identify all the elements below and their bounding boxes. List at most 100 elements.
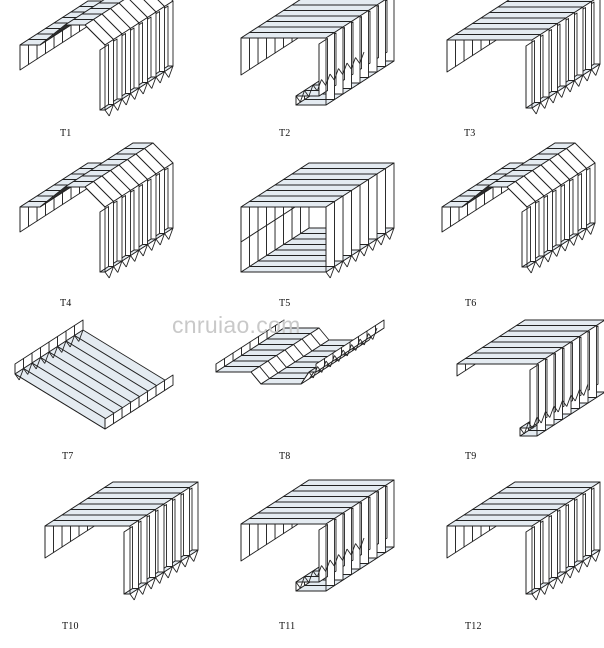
pleat-zigzag	[333, 68, 339, 81]
bellows-drawing	[44, 481, 199, 601]
pleat-face	[525, 40, 535, 109]
pleat-zigzag	[125, 93, 131, 106]
pleat-face	[351, 184, 361, 256]
pleat-zigzag	[359, 249, 365, 257]
pleat-zigzag	[556, 244, 562, 257]
pleat-zigzag	[151, 238, 157, 251]
pleat-face	[44, 520, 139, 527]
pleat-zigzag	[150, 577, 156, 590]
pleat-zigzag	[321, 79, 327, 86]
pleat-face	[240, 236, 250, 273]
pleat-zigzag	[57, 346, 63, 353]
pleat-face	[274, 496, 369, 503]
pleat-zigzag	[565, 571, 571, 579]
pleat-face	[300, 479, 395, 486]
pleat-zigzag	[74, 335, 80, 342]
pleat-zigzag	[329, 266, 335, 279]
pleat-zigzag	[342, 62, 348, 75]
pleat-zigzag	[586, 228, 592, 235]
pleat-zigzag	[312, 84, 318, 92]
pleat-face	[240, 518, 335, 525]
pleat-face	[249, 230, 259, 267]
pleat-face	[342, 190, 352, 262]
pleat-zigzag	[308, 84, 314, 97]
pleat-face	[521, 206, 531, 268]
bellows-drawing	[446, 481, 601, 601]
pleat-zigzag	[321, 360, 327, 373]
pleat-zigzag	[570, 394, 576, 402]
pleat-zigzag	[540, 102, 546, 109]
pleat-zigzag	[316, 79, 322, 92]
pleat-zigzag	[591, 69, 597, 76]
pleat-face	[274, 214, 284, 251]
model-label: T3	[464, 128, 476, 139]
pleat-zigzag	[583, 383, 589, 396]
pleat-face	[455, 514, 550, 521]
pleat-zigzag	[338, 349, 344, 362]
pleat-zigzag	[35, 357, 41, 370]
pleat-zigzag	[312, 570, 318, 578]
pleat-zigzag	[184, 555, 190, 568]
pleat-face	[266, 219, 276, 256]
pleat-zigzag	[581, 228, 587, 241]
pleat-zigzag	[304, 90, 310, 97]
pleat-zigzag	[104, 109, 110, 117]
pleat-face	[463, 509, 558, 516]
pleat-zigzag	[561, 85, 567, 98]
model-label: T2	[279, 128, 291, 139]
pleat-zigzag	[359, 338, 365, 346]
pleat-face	[95, 487, 190, 494]
pleat-face	[274, 179, 369, 186]
pleat-zigzag	[334, 355, 340, 362]
pleat-zigzag	[338, 554, 344, 561]
bellows-cover-t6: T6	[402, 142, 603, 324]
pleat-zigzag	[193, 549, 199, 562]
pleat-zigzag	[531, 107, 537, 115]
bellows-cover-t7: T7	[0, 319, 201, 486]
pleat-zigzag	[536, 416, 542, 424]
bellows-cover-t2: T2	[201, 0, 402, 162]
pleat-zigzag	[526, 266, 532, 274]
pleat-zigzag	[574, 389, 580, 402]
bellows-drawing	[14, 319, 174, 430]
end-plate-edge	[39, 186, 66, 208]
pleat-face	[446, 34, 541, 41]
pleat-zigzag	[334, 266, 340, 273]
pleat-face	[456, 358, 546, 365]
pleat-zigzag	[532, 416, 538, 429]
end-plate-edge	[250, 371, 262, 385]
pleat-face	[455, 28, 550, 35]
pleat-zigzag	[355, 543, 361, 550]
pleat-zigzag	[519, 427, 525, 435]
pleat-zigzag	[176, 560, 182, 573]
pleat-face	[87, 492, 182, 499]
end-plate-edge	[39, 24, 66, 46]
pleat-face	[283, 173, 378, 180]
pleat-zigzag	[329, 355, 335, 368]
end-plate-edge	[84, 24, 106, 46]
pleat-face	[240, 32, 250, 76]
bellows-cover-t12: T12	[402, 481, 603, 648]
bellows-cover-t9: T9	[402, 319, 604, 486]
pleat-zigzag	[138, 249, 144, 257]
pleat-face	[99, 44, 109, 111]
pleat-zigzag	[547, 250, 553, 263]
end-plate-edge	[461, 186, 488, 208]
pleat-zigzag	[566, 394, 572, 407]
pleat-zigzag	[586, 555, 592, 568]
pleat-zigzag	[342, 260, 348, 268]
pleat-zigzag	[27, 362, 33, 375]
pleat-face	[291, 168, 386, 175]
pleat-face	[359, 179, 369, 251]
pleat-zigzag	[65, 340, 71, 348]
pleat-face	[257, 21, 352, 28]
pleat-face	[489, 492, 584, 499]
pleat-zigzag	[325, 73, 331, 86]
pleat-zigzag	[528, 422, 534, 429]
pleat-zigzag	[574, 80, 580, 87]
pleat-zigzag	[321, 565, 327, 572]
pleat-face	[499, 330, 589, 337]
pleat-zigzag	[544, 96, 550, 109]
pleat-zigzag	[159, 71, 165, 84]
model-label: T5	[279, 298, 291, 309]
